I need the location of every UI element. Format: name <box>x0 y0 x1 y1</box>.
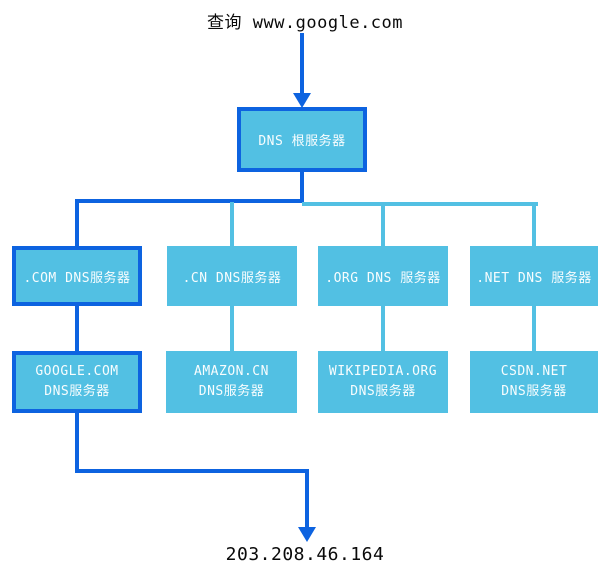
org-dns-server-label: .ORG DNS 服务器 <box>325 270 441 286</box>
cn-dns-server-node: .CN DNS服务器 <box>167 246 297 306</box>
com-to-google-connector <box>75 306 79 351</box>
wikipedia-dns-server-name: WIKIPEDIA.ORG <box>328 364 438 379</box>
net-to-csdn-connector <box>532 306 536 351</box>
csdn-dns-server-node: CSDN.NET DNS服务器 <box>470 351 598 413</box>
bus-right-connector <box>302 202 538 206</box>
amazon-dns-server-suffix: DNS服务器 <box>198 384 265 399</box>
resolved-ip-label: 203.208.46.164 <box>225 544 385 565</box>
root-dns-server-label: DNS 根服务器 <box>258 134 346 149</box>
root-stem-connector <box>300 172 304 203</box>
cn-dns-server-label: .CN DNS服务器 <box>182 270 282 286</box>
drop-to-net-connector <box>532 202 536 246</box>
google-dns-server-node: GOOGLE.COM DNS服务器 <box>12 351 142 413</box>
amazon-dns-server-node: AMAZON.CN DNS服务器 <box>166 351 297 413</box>
drop-to-org-connector <box>381 202 385 246</box>
google-result-down-connector <box>75 413 79 473</box>
result-arrow-shaft <box>305 469 309 527</box>
drop-to-cn-connector <box>230 202 234 246</box>
com-dns-server-label: .COM DNS服务器 <box>23 270 131 286</box>
csdn-dns-server-suffix: DNS服务器 <box>501 384 567 399</box>
google-dns-server-suffix: DNS服务器 <box>44 384 110 399</box>
query-to-root-arrow-shaft <box>300 33 304 94</box>
net-dns-server-label: .NET DNS 服务器 <box>476 270 592 286</box>
amazon-dns-server-name: AMAZON.CN <box>194 364 269 379</box>
net-dns-server-node: .NET DNS 服务器 <box>470 246 598 306</box>
root-dns-server-node: DNS 根服务器 <box>237 107 367 172</box>
drop-to-com-connector <box>75 199 79 246</box>
cn-to-amazon-connector <box>230 306 234 351</box>
org-to-wikipedia-connector <box>381 306 385 351</box>
wikipedia-dns-server-node: WIKIPEDIA.ORG DNS服务器 <box>318 351 448 413</box>
csdn-dns-server-name: CSDN.NET <box>500 364 568 379</box>
result-arrowhead-icon <box>298 527 316 542</box>
com-dns-server-node: .COM DNS服务器 <box>12 246 142 306</box>
bus-left-highlight-connector <box>75 199 304 203</box>
google-dns-server-name: GOOGLE.COM <box>35 364 119 379</box>
org-dns-server-node: .ORG DNS 服务器 <box>318 246 448 306</box>
wikipedia-dns-server-suffix: DNS服务器 <box>350 384 416 399</box>
google-result-horizontal-connector <box>75 469 309 473</box>
query-to-root-arrowhead-icon <box>293 93 311 108</box>
query-label: 查询 www.google.com <box>206 13 404 33</box>
